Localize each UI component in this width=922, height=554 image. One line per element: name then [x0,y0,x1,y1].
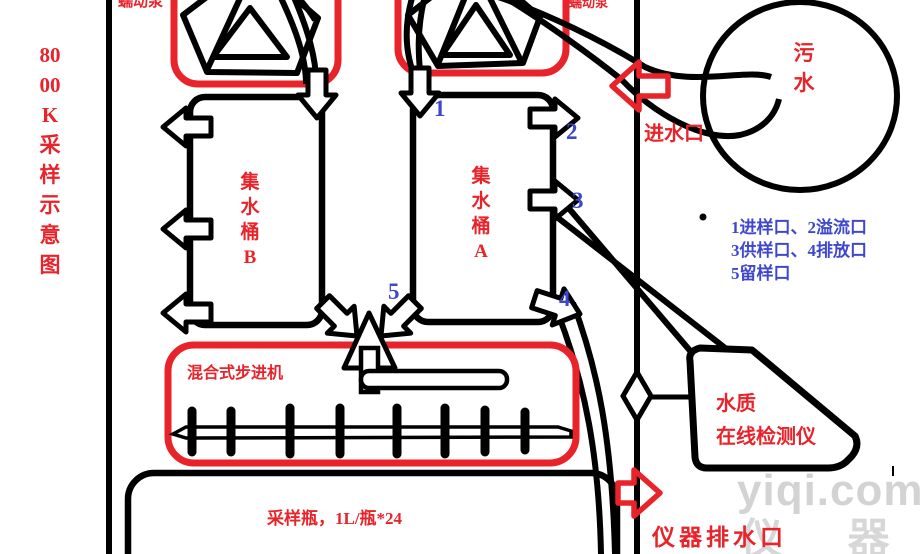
pump-right-label: 蠕动泵 [569,0,609,10]
legend-line: 3供样口、4排放口 [731,241,867,260]
title-line: 示 [39,193,61,217]
page-title: 80 00 K 采 样 示 意 图 [28,40,72,280]
bucket-b-label: 集 水 桶 B [237,170,263,270]
stepper-label: 混合式步进机 [187,365,284,382]
collection-bucket-b [186,93,326,329]
bucket-b-label-line: 水 [240,197,260,218]
title-line: 00 [39,73,61,97]
valve-diamond-icon [620,367,654,425]
legend-line: 1进样口、2溢流口 [731,218,867,237]
pump-rotor-left-icon [180,0,321,76]
title-line: 采 [39,133,61,157]
supply-pipe-port3 [551,196,731,355]
bucket-a-label-line: 水 [471,191,491,212]
rail-position-pins [187,403,530,459]
bottles-label: 采样瓶，1L/瓶*24 [267,509,403,528]
title-line: 样 [39,163,61,187]
pump-box-left [170,0,342,88]
inlet-arrow-icon [609,59,671,113]
stepper-rail [168,425,573,440]
port-number-5: 5 [388,279,400,304]
port-number-2: 2 [566,119,578,144]
bucket-a-label-line: 集 [471,166,491,187]
sewage-label-line: 污 [793,41,815,65]
drain-label: 仪器排水口 [652,525,787,550]
bucket-a-label-line: 桶 [471,216,491,237]
pump-rotor-right-icon [405,0,543,69]
sewage-label: 污 水 [789,38,819,98]
title-line: 意 [39,223,61,247]
bucket-b-label-line: 集 [240,172,260,193]
legend-line: 5留样口 [731,264,791,283]
sewage-pool-ellipse [700,0,900,193]
detector-label-line2: 在线检测仪 [716,426,816,448]
distributor-tube [358,368,510,391]
bucket-a-label-line: A [474,241,488,262]
port-legend: 1进样口、2溢流口 3供样口、4排放口 5留样口 [731,216,867,285]
sewage-label-line: 水 [793,71,815,95]
title-line: K [41,103,59,127]
port-number-4: 4 [559,286,571,311]
title-line: 80 [39,43,61,67]
port-number-3: 3 [572,188,584,213]
drain-pipe-port4 [556,301,618,554]
pump-left-label: 蠕动泵 [118,0,164,10]
bucket-b-label-line: 桶 [240,222,260,243]
bucket-b-label-line: B [243,247,257,268]
suction-tubes [497,0,782,139]
detector-label-line1: 水质 [716,393,756,415]
bucket-a-label: 集 水 桶 A [468,164,494,264]
inlet-label: 进水口 [644,123,704,145]
port-number-1: 1 [434,96,446,121]
pump-discharge-tubes [278,0,427,87]
detector-body [686,344,861,472]
drain-arrow-icon [615,467,663,519]
title-line: 图 [39,253,61,277]
legend-dot [699,213,707,221]
